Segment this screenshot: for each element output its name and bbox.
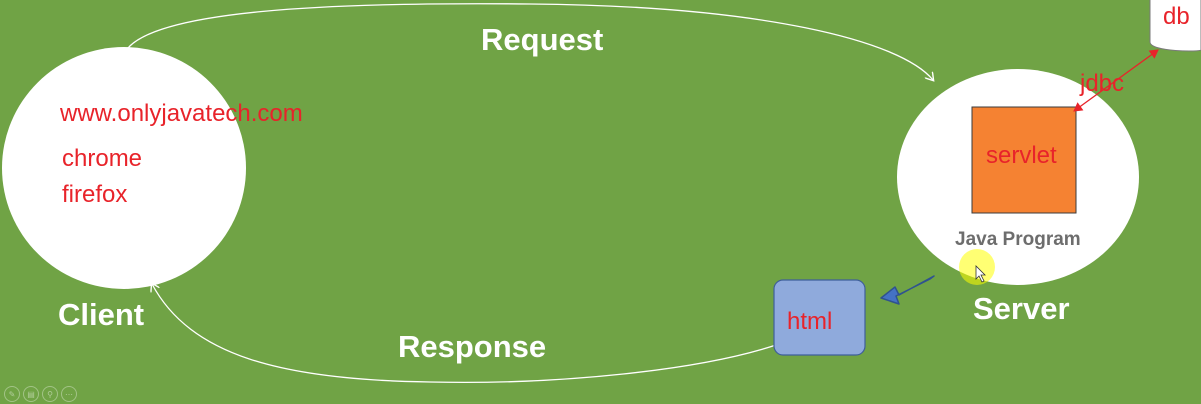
blue-arrow xyxy=(880,275,935,305)
java-program-label: Java Program xyxy=(955,229,1081,250)
server-label: Server xyxy=(973,291,1070,326)
servlet-label: servlet xyxy=(986,142,1057,169)
pen-icon[interactable]: ✎ xyxy=(4,386,20,402)
request-arrow xyxy=(124,3,933,80)
response-arrow xyxy=(152,284,777,384)
presentation-toolbar: ✎ ▤ ⚲ ⋯ xyxy=(4,386,77,402)
html-label: html xyxy=(787,308,833,335)
client-circle xyxy=(2,47,246,289)
db-label: db xyxy=(1163,3,1190,30)
client-label: Client xyxy=(58,297,145,332)
zoom-icon[interactable]: ⚲ xyxy=(42,386,58,402)
jdbc-connector xyxy=(1073,49,1159,112)
servlet-box xyxy=(971,106,1077,214)
request-label: Request xyxy=(481,22,604,57)
slides-icon[interactable]: ▤ xyxy=(23,386,39,402)
more-icon[interactable]: ⋯ xyxy=(61,386,77,402)
html-box xyxy=(773,279,866,356)
cursor-icon xyxy=(975,265,986,283)
browser-chrome: chrome xyxy=(62,145,143,172)
client-url: www.onlyjavatech.com xyxy=(60,100,303,127)
response-label: Response xyxy=(398,329,547,364)
jdbc-label: jdbc xyxy=(1080,70,1125,97)
browser-firefox: firefox xyxy=(62,181,128,208)
